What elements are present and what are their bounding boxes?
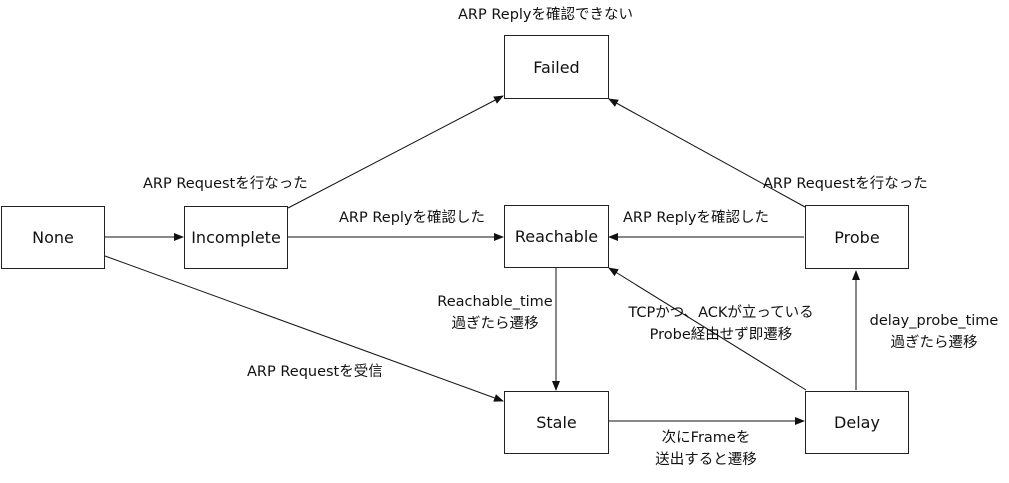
arrow-incomplete-to-failed: [287, 95, 504, 209]
label-line-1: delay_probe_time: [869, 313, 999, 329]
label-line-1: 次にFrameを: [661, 430, 751, 446]
state-none: None: [1, 206, 105, 269]
state-delay: Delay: [805, 391, 909, 454]
state-probe: Probe: [805, 205, 909, 269]
arrow-none-to-stale: [104, 255, 504, 402]
label-stale-to-delay: 次にFrameを 送出すると遷移: [636, 427, 776, 471]
state-stale: Stale: [504, 391, 609, 454]
label-probe-to-reachable: ARP Replyを確認した: [623, 210, 770, 226]
label-probe-to-failed: ARP Requestを行なった: [763, 176, 928, 192]
label-line-2: 過ぎたら遷移: [890, 335, 978, 351]
state-failed: Failed: [504, 35, 609, 99]
label-delay-to-probe: delay_probe_time 過ぎたら遷移: [862, 310, 1006, 354]
label-line-2: 過ぎたら遷移: [451, 316, 539, 332]
label-line-2: 送出すると遷移: [655, 452, 757, 468]
state-reachable: Reachable: [504, 205, 609, 268]
label-incomplete-to-reachable: ARP Replyを確認した: [339, 210, 486, 226]
arrow-delay-to-reachable: [608, 267, 807, 391]
label-line-1: Reachable_time: [437, 294, 553, 310]
label-line-2: Probe経由せず即遷移: [649, 327, 793, 343]
label-delay-to-reachable: TCPかつ、ACKが立っている Probe経由せず即遷移: [606, 302, 836, 346]
label-none-to-stale: ARP Requestを受信: [247, 364, 383, 380]
label-failed-top: ARP Replyを確認できない: [458, 7, 634, 23]
label-reachable-to-stale: Reachable_time 過ぎたら遷移: [427, 291, 563, 335]
state-incomplete: Incomplete: [184, 206, 288, 269]
arrow-probe-to-failed: [608, 98, 806, 208]
label-line-1: TCPかつ、ACKが立っている: [628, 305, 814, 321]
label-incomplete-to-failed: ARP Requestを行なった: [143, 176, 308, 192]
